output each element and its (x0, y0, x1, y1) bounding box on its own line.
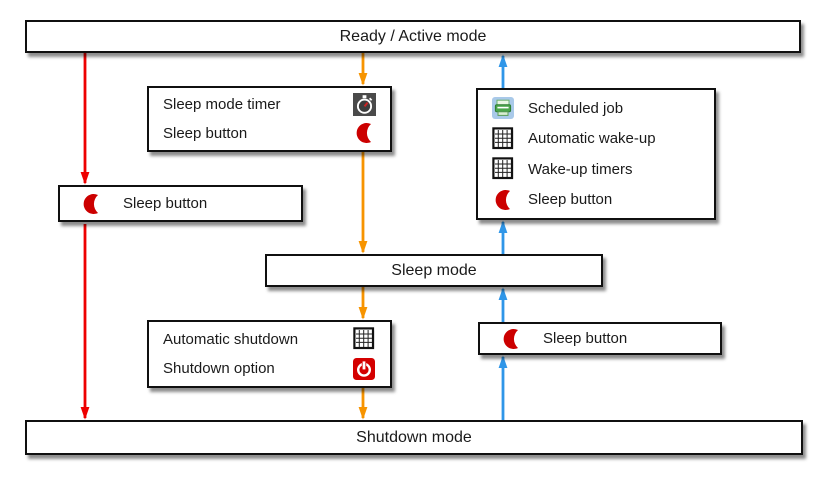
crescent-moon-icon (79, 192, 103, 216)
calendar-grid-icon (491, 127, 515, 151)
sleep-button-row: Sleep button (478, 188, 714, 212)
sleep-button-label: Sleep button (163, 124, 248, 142)
automatic-wake-up-label: Automatic wake-up (528, 130, 656, 148)
automatic-shutdown-row: Automatic shutdown (149, 327, 390, 351)
scheduled-job-label: Scheduled job (528, 99, 624, 117)
sleep-timer-row: Sleep mode timer (149, 93, 390, 117)
sleep-button-row: Sleep button (149, 121, 390, 145)
sleep-button-label: Sleep button (528, 191, 613, 209)
crescent-moon-icon (491, 188, 515, 212)
shutdown-mode-box: Shutdown mode (25, 420, 803, 455)
shutdown-trigger-box: Automatic shutdown Shutdown option (147, 320, 392, 388)
shutdown-option-label: Shutdown option (163, 360, 275, 378)
wake-trigger-box: Scheduled job Automatic wake-up Wake-u (476, 88, 716, 220)
sleep-button-label: Sleep button (543, 330, 628, 347)
sleep-mode-label: Sleep mode (391, 261, 477, 279)
stopwatch-icon (352, 93, 376, 117)
calendar-grid-icon (491, 157, 515, 181)
sleep-mode-box: Sleep mode (265, 254, 603, 287)
sleep-trigger-box: Sleep mode timer Sleep button (147, 86, 392, 152)
power-icon (352, 357, 376, 381)
scheduled-job-row: Scheduled job (478, 96, 714, 120)
wake-up-timers-label: Wake-up timers (528, 160, 633, 178)
sleep-button-row: Sleep button (480, 324, 720, 353)
automatic-shutdown-label: Automatic shutdown (163, 330, 299, 348)
shutdown-mode-label: Shutdown mode (356, 428, 472, 446)
sleep-button-row: Sleep button (60, 187, 301, 220)
crescent-moon-icon (499, 327, 523, 351)
ready-active-mode-box: Ready / Active mode (25, 20, 801, 53)
printer-icon (491, 96, 515, 120)
calendar-grid-icon (352, 327, 376, 351)
sleep-mode-timer-label: Sleep mode timer (163, 96, 281, 114)
sleep-button-upper-box: Sleep button (58, 185, 303, 222)
automatic-wake-up-row: Automatic wake-up (478, 127, 714, 151)
crescent-moon-icon (352, 121, 376, 145)
shutdown-option-row: Shutdown option (149, 357, 390, 381)
sleep-button-label: Sleep button (123, 195, 208, 212)
wake-up-timers-row: Wake-up timers (478, 157, 714, 181)
sleep-button-lower-box: Sleep button (478, 322, 722, 355)
ready-active-mode-label: Ready / Active mode (339, 27, 487, 45)
